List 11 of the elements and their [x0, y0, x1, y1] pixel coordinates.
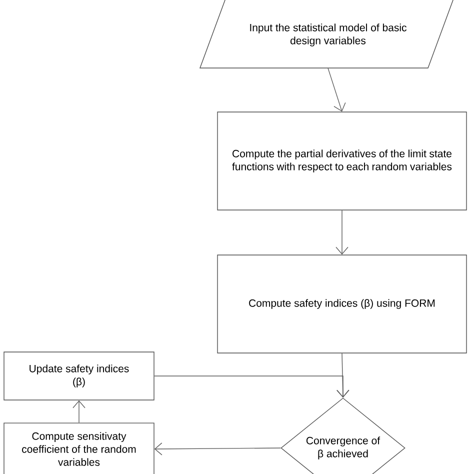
arrow: [154, 376, 350, 398]
input-parallelogram: Input the statistical model of basic design variables: [200, 0, 456, 68]
process-box: Update safety indices (β): [4, 352, 154, 400]
process-box: Compute safety indices (β) using FORM: [217, 254, 467, 354]
arrow: [72, 400, 86, 423]
process-box: Compute sensitivaty coefficient of the random variables: [4, 422, 154, 474]
arrow: [336, 353, 350, 398]
process-box: Compute the partial derivatives of the limit state functions with respect to each random variables: [217, 112, 467, 210]
arrow: [328, 68, 346, 112]
arrow: [336, 210, 348, 255]
arrow: [154, 442, 281, 456]
